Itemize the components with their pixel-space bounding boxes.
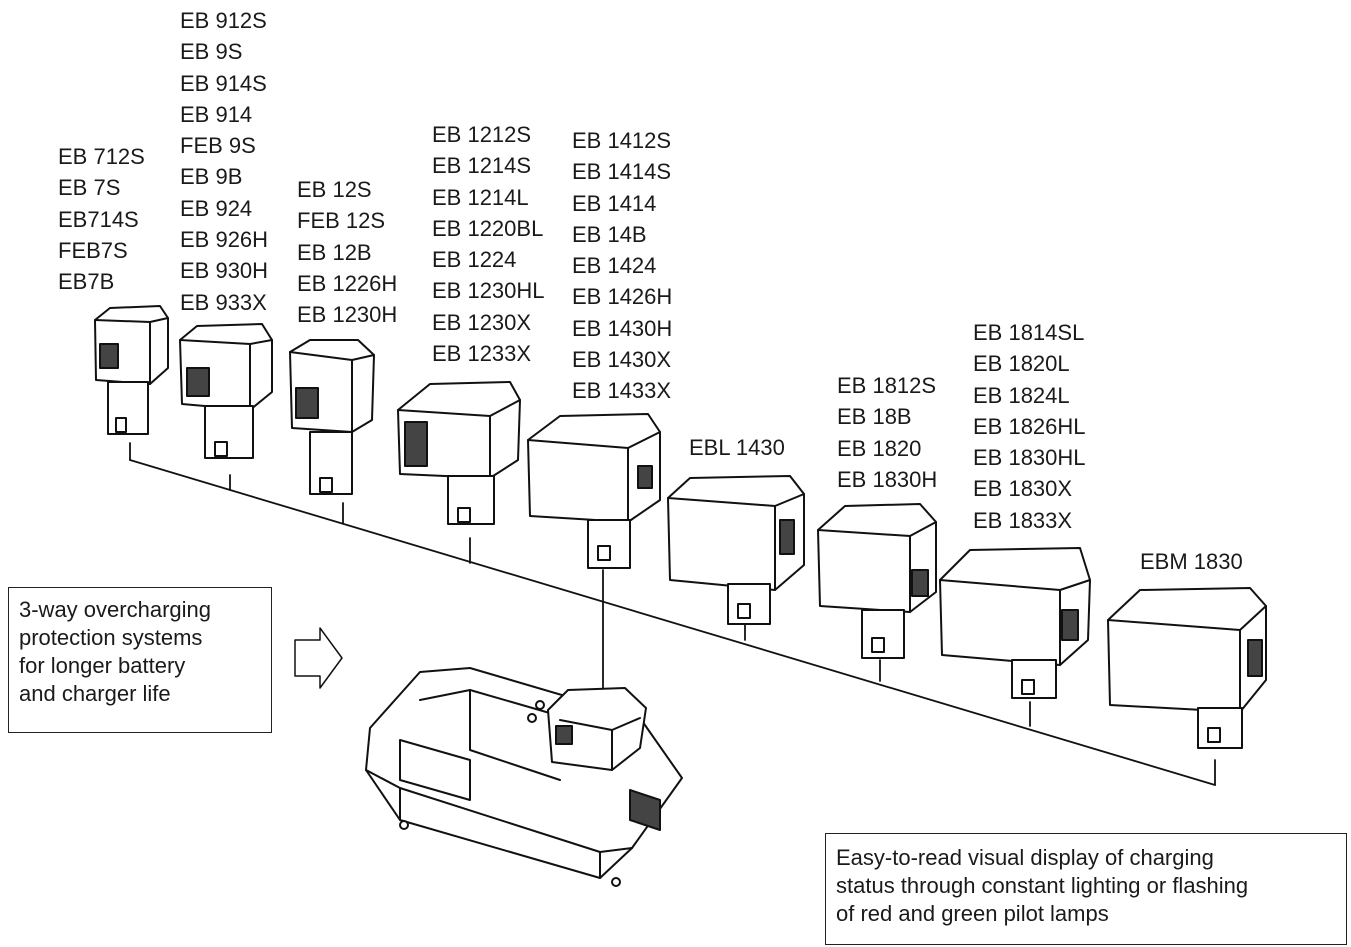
charger-icon	[365, 667, 683, 887]
model-label: EB 1214L	[432, 184, 529, 210]
model-label: EB 1412S	[572, 128, 672, 153]
model-label: EB 1820L	[973, 351, 1070, 377]
callout-line: Easy-to-read visual display of charging	[836, 845, 1214, 870]
model-label: EB 1830X	[973, 476, 1073, 502]
callout-line: status through constant lighting or flas…	[836, 873, 1249, 898]
battery-group-3: EB 12S FEB 12S EB 12B EB 1226H EB 1230H	[297, 174, 397, 330]
model-label: EB 1233X	[432, 341, 532, 367]
model-label: EB 1830HL	[973, 445, 1086, 471]
battery-group-1: EB 712S EB 7S EB714S FEB7S EB7B	[58, 141, 145, 297]
model-label: EB 1230H	[297, 302, 398, 328]
model-label: EB 14B	[572, 221, 647, 247]
model-label: EB 1230HL	[432, 278, 545, 304]
model-label: EB 1424	[572, 253, 657, 279]
model-label: EB 1830H	[837, 466, 938, 492]
model-label: EB 914	[180, 101, 253, 127]
model-label: EB 1220BL	[432, 215, 544, 241]
model-label: EB 1430H	[572, 315, 673, 341]
battery-6-icon	[667, 475, 805, 625]
model-label: EB 712S	[58, 144, 145, 169]
battery-group-7: EB 1812S EB 18B EB 1820 EB 1830H	[837, 370, 937, 495]
model-label: EB 1224	[432, 247, 517, 273]
model-label: EB 1433X	[572, 378, 672, 404]
model-label: EB 1814SL	[973, 320, 1085, 345]
model-label: EBM 1830	[1140, 549, 1243, 574]
battery-1-icon	[94, 305, 169, 435]
connector-lines	[129, 442, 1216, 786]
model-label: FEB7S	[58, 237, 128, 263]
callout-line: of red and green pilot lamps	[836, 901, 1109, 926]
model-label: EB 1820	[837, 435, 922, 461]
callout-line: 3-way overcharging	[19, 597, 211, 622]
battery-2-icon	[179, 323, 273, 459]
model-label: EB 1214S	[432, 153, 532, 179]
model-label: EB 1414S	[572, 159, 672, 185]
battery-group-8: EB 1814SL EB 1820L EB 1824L EB 1826HL EB…	[973, 317, 1086, 536]
model-label: EB 912S	[180, 8, 267, 33]
model-label: EB 924	[180, 195, 253, 221]
model-label: EB 1226H	[297, 270, 398, 296]
model-label: EB 1833X	[973, 507, 1073, 533]
model-label: EB 1414	[572, 190, 657, 216]
model-label: EB 18B	[837, 404, 912, 430]
battery-group-9: EBM 1830	[1140, 546, 1243, 577]
model-label: EB 1430X	[572, 347, 672, 373]
callout-line: and charger life	[19, 681, 171, 706]
battery-group-4: EB 1212S EB 1214S EB 1214L EB 1220BL EB …	[432, 119, 545, 369]
battery-4-icon	[397, 381, 521, 525]
model-label: EB 926H	[180, 227, 269, 253]
model-label: EB 1812S	[837, 373, 937, 398]
model-label: EB 1426H	[572, 284, 673, 310]
battery-7-icon	[817, 503, 937, 659]
battery-group-2: EB 912S EB 9S EB 914S EB 914 FEB 9S EB 9…	[180, 5, 268, 318]
model-label: EB 9S	[180, 39, 243, 65]
model-label: EB 9B	[180, 164, 243, 190]
model-label: EB 1230X	[432, 309, 532, 335]
model-label: EB 7S	[58, 175, 121, 201]
model-label: EB 933X	[180, 289, 267, 315]
callout-line: protection systems	[19, 625, 203, 650]
model-label: EB7B	[58, 269, 115, 295]
battery-5-icon	[527, 413, 661, 569]
model-label: EB 1826HL	[973, 413, 1086, 439]
model-label: EB 12B	[297, 239, 372, 265]
battery-3-icon	[289, 339, 375, 495]
model-label: EB 1212S	[432, 122, 532, 147]
model-label: EB 930H	[180, 258, 269, 284]
arrow-right-icon	[294, 627, 343, 689]
battery-group-5: EB 1412S EB 1414S EB 1414 EB 14B EB 1424…	[572, 125, 672, 407]
model-label: EB714S	[58, 206, 139, 232]
pilot-lamp-display-callout: Easy-to-read visual display of charging …	[825, 833, 1347, 945]
callout-line: for longer battery	[19, 653, 186, 678]
model-label: FEB 12S	[297, 208, 386, 234]
model-label: EBL 1430	[689, 435, 785, 460]
battery-9-icon	[1107, 587, 1267, 749]
model-label: FEB 9S	[180, 133, 256, 159]
battery-8-icon	[939, 547, 1091, 699]
model-label: EB 12S	[297, 177, 372, 202]
battery-group-6: EBL 1430	[689, 432, 785, 463]
model-label: EB 1824L	[973, 382, 1070, 408]
model-label: EB 914S	[180, 70, 267, 96]
overcharging-protection-callout: 3-way overcharging protection systems fo…	[8, 587, 272, 733]
